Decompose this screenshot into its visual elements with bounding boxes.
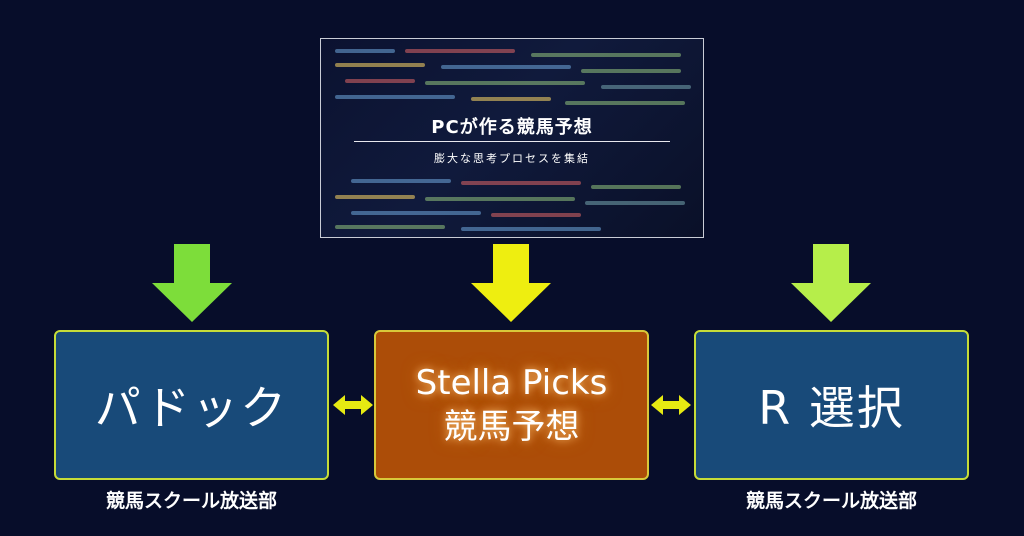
panel-title: PCが作る競馬予想: [431, 117, 593, 138]
down-arrow-right: [791, 244, 871, 322]
double-arrow-left: [333, 395, 373, 415]
right-box-caption: 競馬スクール放送部: [745, 490, 917, 512]
code-image-panel: PCが作る競馬予想 膨大な思考プロセスを集結: [320, 38, 704, 238]
stella-picks-box: Stella Picks 競馬予想: [374, 330, 649, 480]
r-selection-box: R 選択: [694, 330, 969, 480]
stella-picks-subtitle: 競馬予想: [443, 407, 580, 447]
paddock-label: パドック: [94, 381, 289, 435]
left-box-caption: 競馬スクール放送部: [105, 490, 277, 512]
panel-subtitle: 膨大な思考プロセスを集結: [434, 152, 590, 165]
panel-divider: [354, 141, 670, 142]
stella-picks-title: Stella Picks: [415, 363, 608, 403]
double-arrow-right: [651, 395, 691, 415]
r-selection-label: R 選択: [758, 381, 905, 435]
paddock-box: パドック: [54, 330, 329, 480]
down-arrow-middle: [471, 244, 551, 322]
down-arrow-left: [152, 244, 232, 322]
